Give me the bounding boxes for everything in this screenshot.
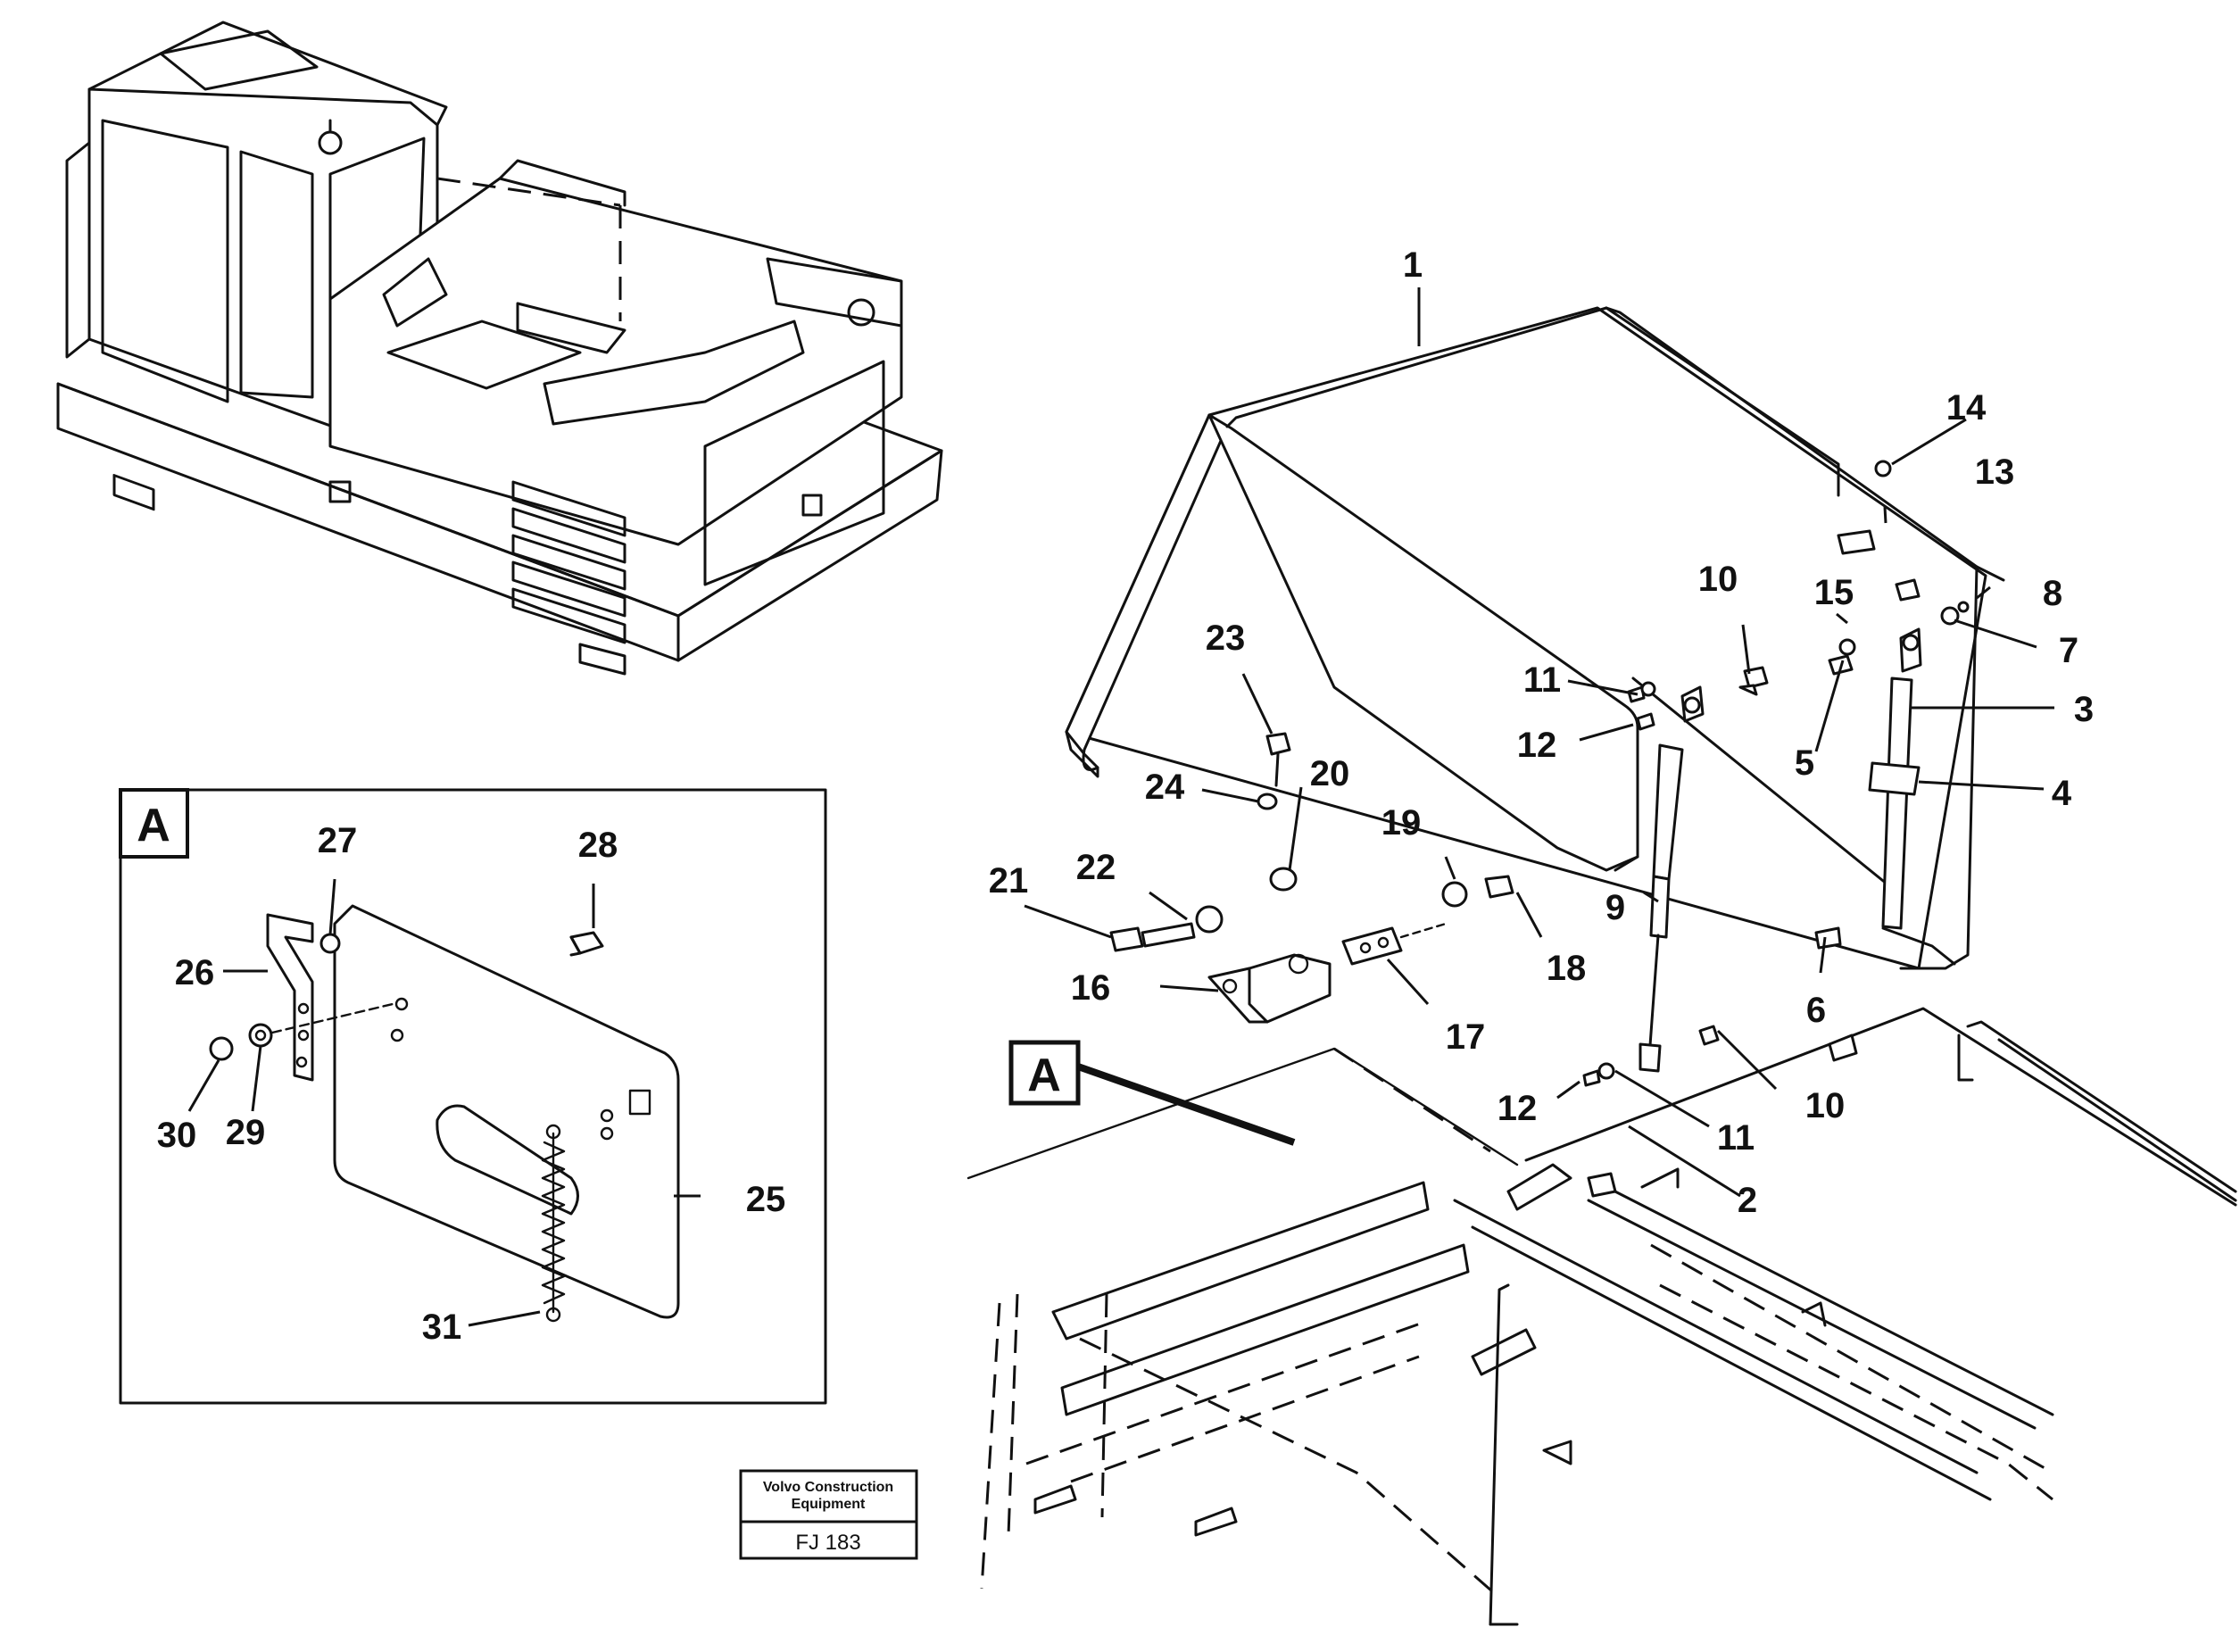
callout-11b: 11 (1717, 1118, 1755, 1158)
callouts: 1 2 3 4 5 6 7 8 9 10 10 11 11 12 12 13 1… (157, 245, 2094, 1347)
callout-14: 14 (1946, 388, 1987, 428)
view-a-pointer: A (1008, 1040, 1296, 1146)
callout-15: 15 (1814, 573, 1854, 612)
fasteners (1109, 460, 1970, 1198)
callout-25: 25 (746, 1180, 786, 1219)
hinge-16 (1207, 953, 1332, 1024)
callout-10b: 10 (1805, 1086, 1846, 1125)
callout-21: 21 (989, 861, 1029, 901)
hatch-cover-assembly: A (967, 306, 2237, 1626)
inset-a-parts (209, 904, 680, 1323)
callout-6: 6 (1806, 991, 1826, 1030)
callout-10a: 10 (1698, 560, 1738, 599)
callout-22: 22 (1076, 848, 1116, 887)
callout-2: 2 (1738, 1181, 1757, 1220)
callout-28: 28 (578, 826, 618, 865)
callout-20: 20 (1310, 754, 1350, 793)
callout-4: 4 (2052, 774, 2072, 813)
callout-13: 13 (1975, 452, 2015, 492)
callout-26: 26 (175, 953, 215, 992)
callout-24: 24 (1145, 768, 1185, 807)
callout-12b: 12 (1497, 1089, 1538, 1128)
callout-8: 8 (2043, 574, 2062, 613)
callout-12a: 12 (1517, 726, 1557, 765)
inset-a-frame: A (119, 788, 827, 1405)
callout-7: 7 (2059, 631, 2078, 670)
drawing-code: FJ 183 (795, 1531, 860, 1555)
callout-3: 3 (2074, 690, 2094, 729)
callout-29: 29 (226, 1113, 266, 1152)
title-block: Volvo Construction Equipment FJ 183 (739, 1469, 918, 1560)
inset-label: A (137, 800, 170, 851)
company-line-1: Volvo Construction (763, 1480, 893, 1495)
callout-5: 5 (1795, 743, 1814, 783)
gas-spring-3 (1868, 627, 1922, 930)
leader-lines (187, 287, 2054, 1327)
machine-overview (56, 21, 943, 676)
callout-9: 9 (1605, 888, 1625, 927)
callout-1: 1 (1403, 245, 1423, 285)
gas-spring-9 (1639, 685, 1705, 1073)
callout-31: 31 (422, 1307, 462, 1347)
callout-30: 30 (157, 1116, 197, 1155)
pointer-a-label: A (1027, 1050, 1061, 1101)
company-line-2: Equipment (792, 1497, 866, 1512)
callout-18: 18 (1547, 949, 1587, 988)
callout-27: 27 (318, 821, 358, 860)
callout-19: 19 (1381, 803, 1422, 843)
callout-16: 16 (1071, 968, 1111, 1008)
callout-23: 23 (1206, 618, 1246, 658)
hinge-plate-17 (1341, 922, 1448, 966)
callout-17: 17 (1446, 1017, 1486, 1057)
callout-11a: 11 (1523, 660, 1561, 700)
